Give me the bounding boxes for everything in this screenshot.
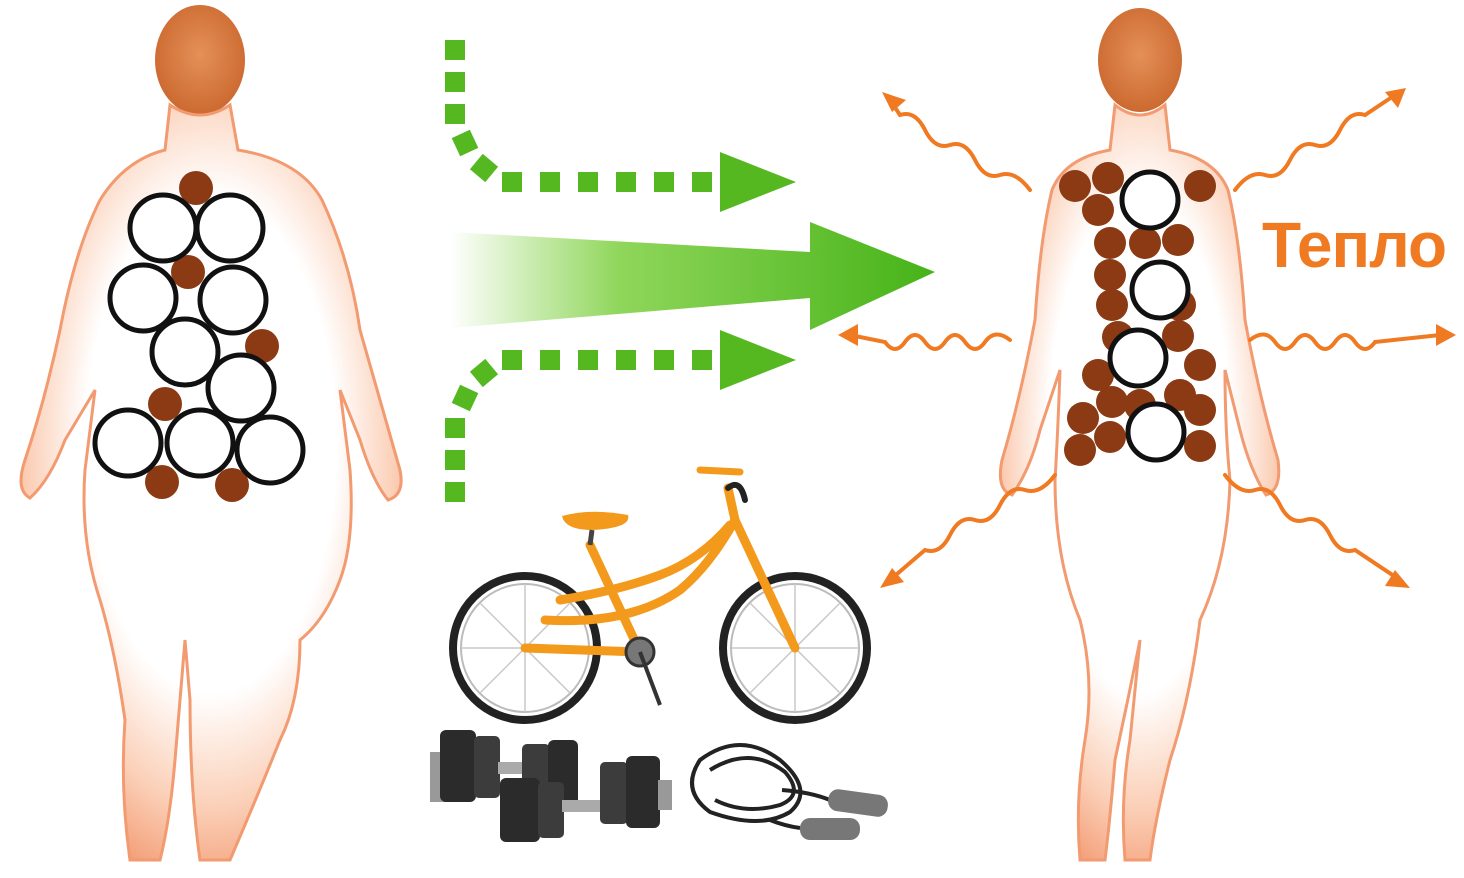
dotted-arrow-bottom xyxy=(445,330,796,502)
big-green-arrow xyxy=(450,222,935,330)
dotted-arrow-top xyxy=(445,40,796,212)
bicycle-icon xyxy=(453,470,867,720)
jump-rope-icon xyxy=(692,745,889,840)
heat-label: Тепло xyxy=(1262,205,1462,285)
dumbbell-icon xyxy=(430,730,672,842)
